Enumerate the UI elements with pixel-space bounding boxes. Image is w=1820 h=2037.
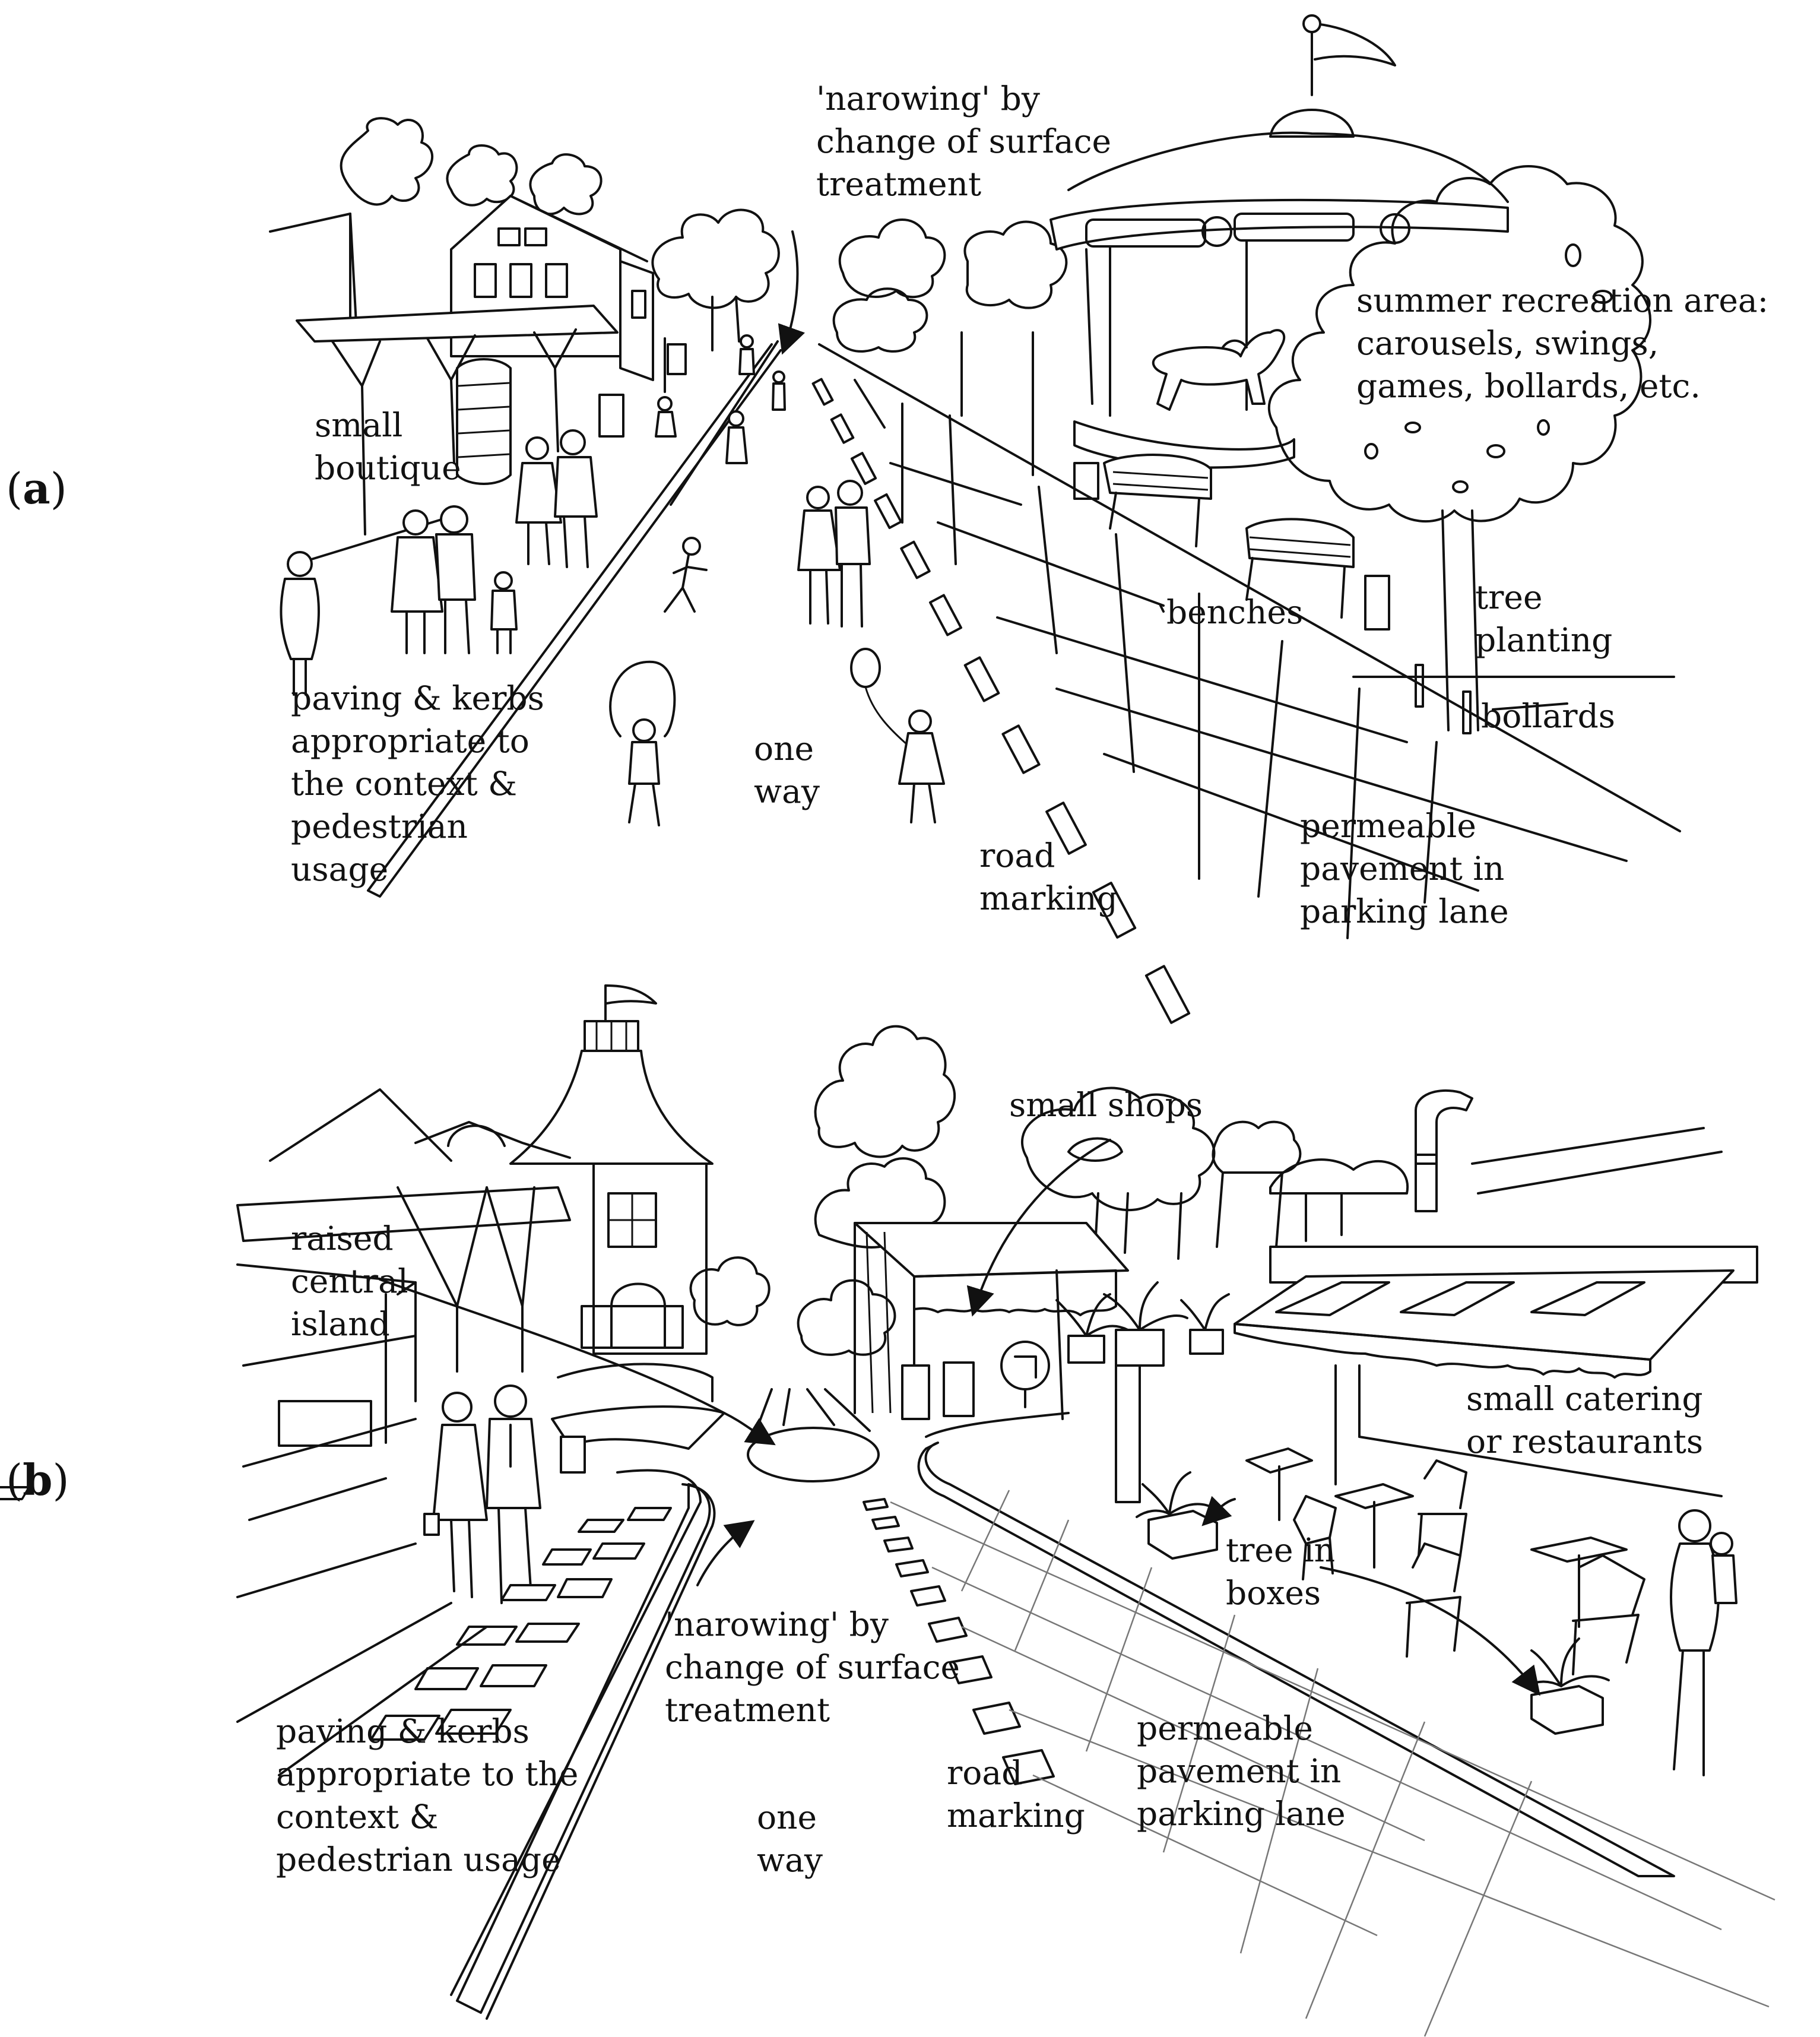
person-icon (486, 1385, 541, 1604)
horse-icon (1152, 329, 1286, 411)
label-treeboxes-b: tree in boxes (1226, 1531, 1335, 1612)
parking-lane-grid (890, 1490, 1775, 2037)
person-icon (609, 660, 676, 826)
balloon-icon (850, 648, 912, 749)
person-icon (898, 709, 945, 823)
tree-icon (689, 1256, 771, 1326)
planter-icon (1136, 1471, 1218, 1560)
footpath (0, 1469, 716, 2020)
person-icon (423, 1392, 488, 1598)
road (367, 340, 1681, 1024)
panel-b-scene (0, 984, 1775, 2037)
tree-icon (529, 153, 603, 216)
awning-icon (854, 1222, 1129, 1420)
person-icon (664, 537, 708, 613)
label-oneway-b: one way (757, 1798, 823, 1879)
chimney-icon (1415, 1089, 1473, 1212)
tree-icon (797, 1279, 896, 1356)
road-marking (811, 378, 1191, 1024)
parking-lane-grid (854, 379, 1628, 939)
panel-a-scene (269, 14, 1681, 1024)
person-icon (835, 480, 871, 628)
road-marking (863, 1498, 1055, 1785)
tree-icon (1267, 165, 1651, 523)
tree-icon (651, 208, 780, 309)
person-icon (797, 486, 841, 625)
label-narrowing-a: 'narowing' by change of surface treatmen… (816, 80, 1112, 203)
label-roadmark-b: road marking (947, 1754, 1085, 1835)
tower-icon (509, 984, 714, 1355)
person-icon (435, 505, 476, 654)
raised-central-island (747, 1427, 880, 1482)
planter-icon (1055, 1281, 1230, 1503)
person-icon (391, 509, 443, 654)
label-recreation-a: summer recreation area: carousels, swing… (1356, 281, 1769, 405)
label-narrowing-b: 'narowing' by change of surface treatmen… (665, 1605, 960, 1729)
label-oneway-a: one way (754, 730, 820, 810)
panel-tag-b: (b) (6, 1455, 69, 1505)
label-boutique-a: small boutique (315, 406, 461, 487)
label-permeable-a: permeable pavement in parking lane (1300, 807, 1509, 930)
no-turn-sign-icon (1000, 1341, 1050, 1390)
tree-icon (340, 117, 433, 206)
label-paving-b: paving & kerbs appropriate to the contex… (276, 1712, 579, 1878)
panel-tag-a: (a) (6, 463, 67, 514)
tree-icon (814, 1025, 956, 1158)
bench-icon (1103, 454, 1212, 547)
carousel-icon (1049, 14, 1509, 500)
tree-icon (446, 144, 518, 207)
label-shops-b: small shops (1009, 1086, 1203, 1124)
label-trees-a: tree planting (1475, 578, 1613, 659)
awning-icon (1234, 1269, 1735, 1497)
person-icon (554, 429, 598, 568)
person-icon (515, 436, 562, 565)
person-icon (280, 551, 320, 696)
tree-icon (838, 218, 946, 299)
person-icon (490, 571, 518, 654)
flag-icon (1311, 23, 1396, 96)
label-bollards-a: bollards (1481, 697, 1616, 735)
label-roadmark-a: road marking (979, 837, 1118, 917)
cafe-table-icon (1245, 1447, 1628, 1628)
label-benches-a: benches (1166, 593, 1304, 631)
chair-icon (1293, 1459, 1645, 1675)
planter-icon (1524, 1637, 1610, 1735)
person-icon (655, 334, 786, 464)
tree-icon (832, 287, 928, 353)
flag-icon (604, 984, 657, 1022)
person-icon (1670, 1509, 1737, 1776)
bench-icon (1245, 518, 1390, 631)
house-icon (269, 195, 687, 562)
label-island-b: raised central island (291, 1219, 408, 1343)
label-paving-a: paving & kerbs appropriate to the contex… (291, 679, 544, 888)
label-catering-b: small catering or restaurants (1466, 1380, 1704, 1461)
label-permeable-b: permeable pavement in parking lane (1137, 1709, 1346, 1833)
